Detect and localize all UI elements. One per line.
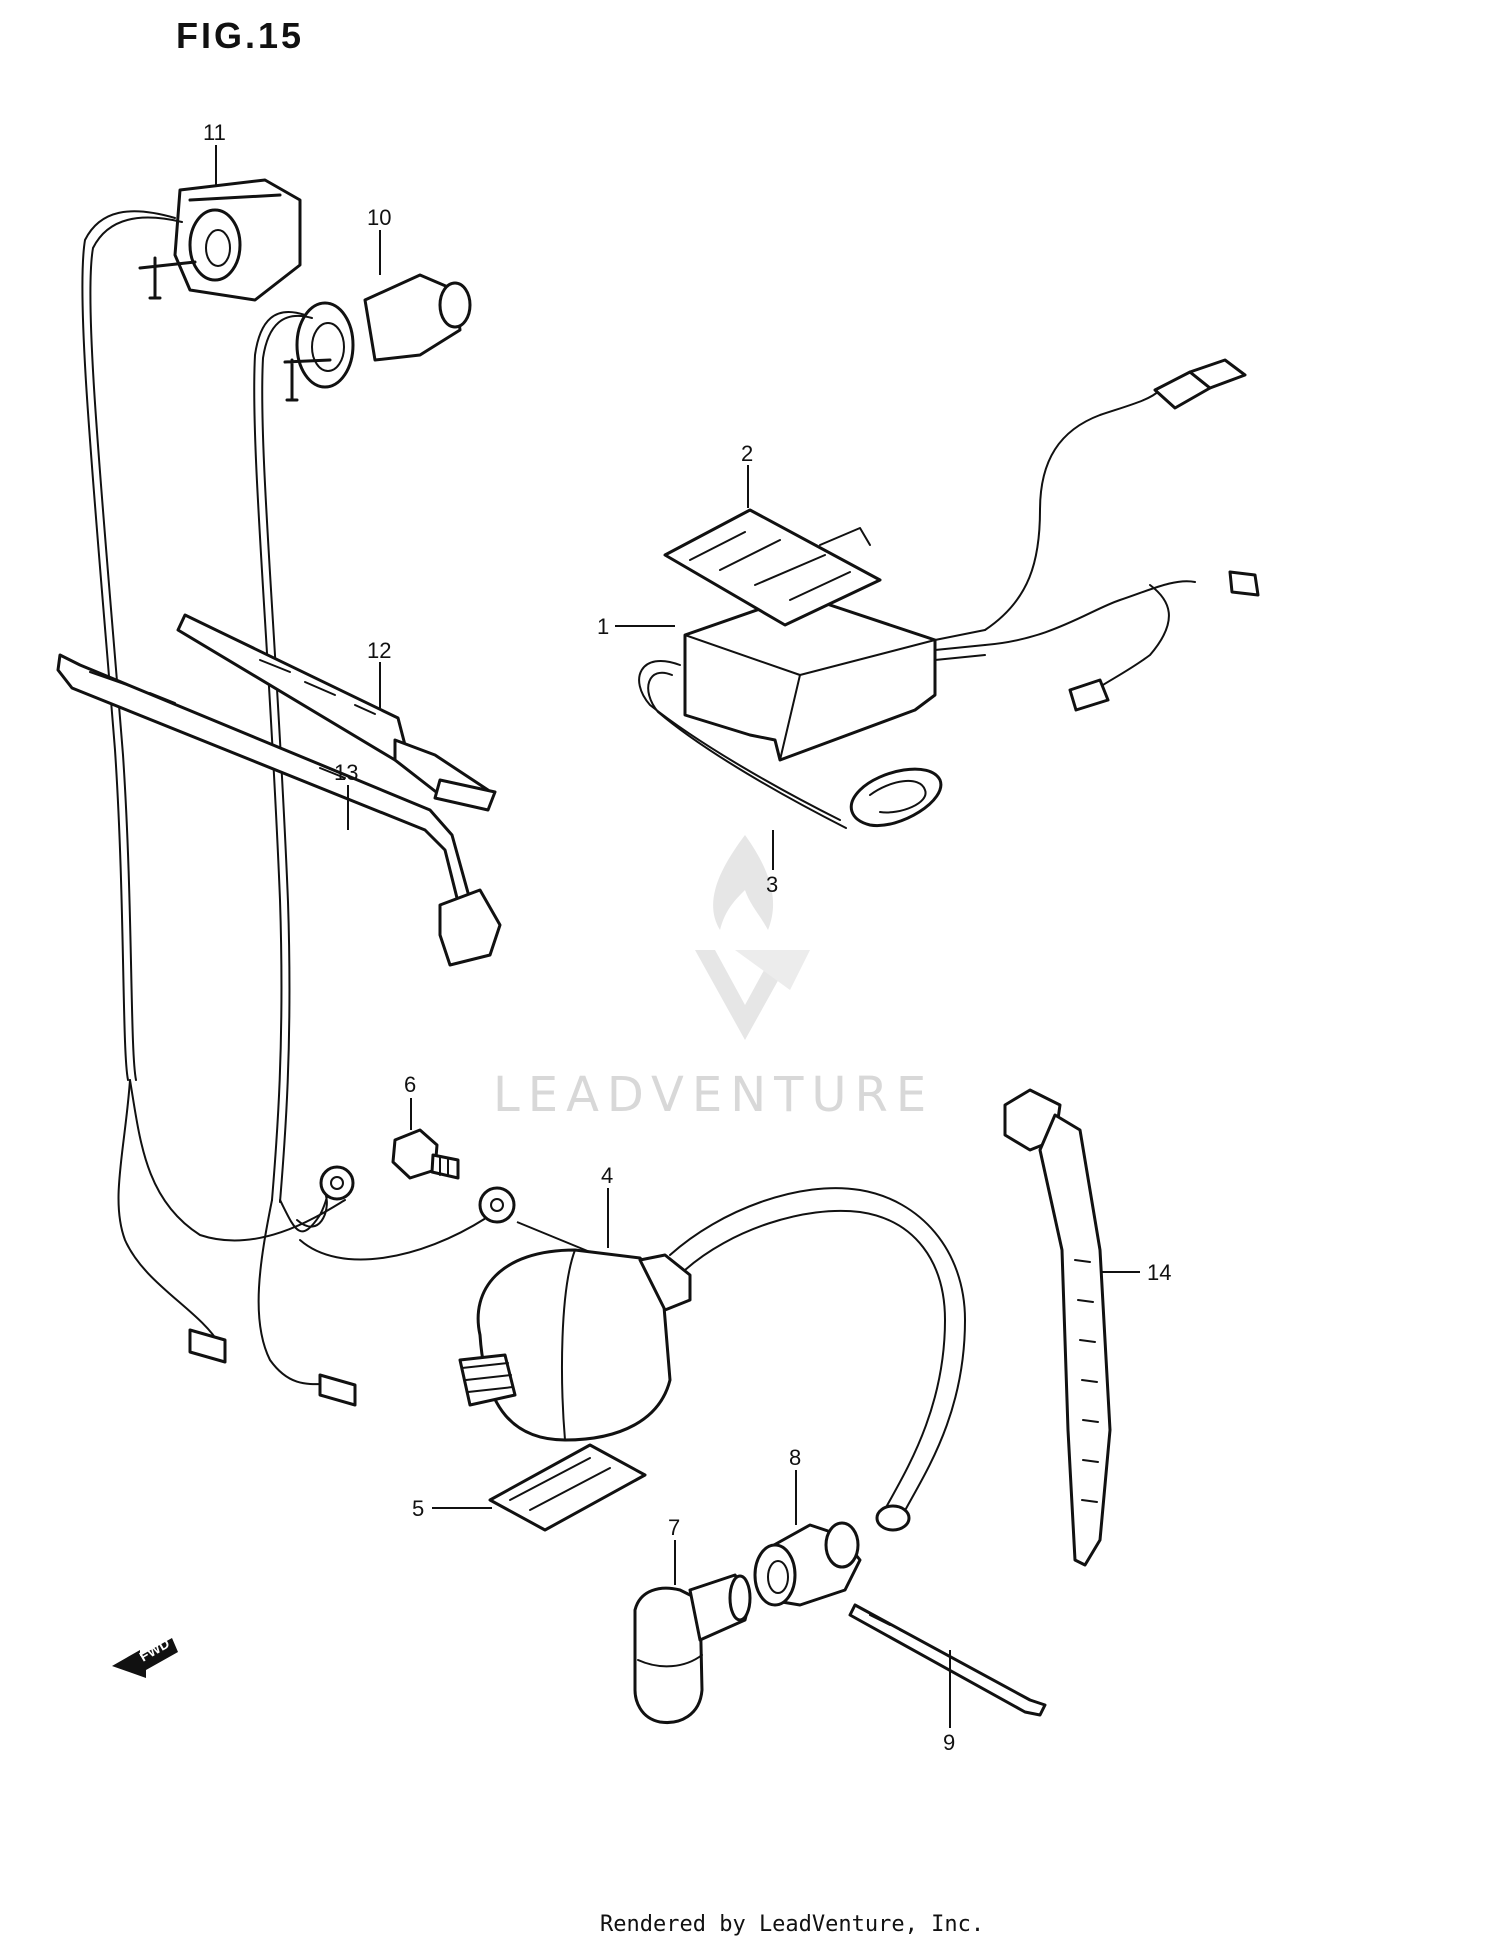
watermark-logo	[695, 835, 810, 1040]
part-1-cdi-unit	[683, 527, 986, 762]
watermark-text: LEADVENTURE	[493, 1067, 934, 1123]
callout-1: 1	[597, 614, 675, 639]
figure-title: FIG.15	[176, 15, 304, 56]
svg-text:14: 14	[1147, 1260, 1171, 1285]
svg-text:11: 11	[203, 120, 226, 145]
callout-3: 3	[766, 830, 778, 897]
svg-text:3: 3	[766, 872, 778, 897]
callout-5: 5	[412, 1496, 492, 1521]
part-6-bolt	[391, 1128, 460, 1180]
cdi-leads	[984, 358, 1260, 712]
ring-terminals	[296, 1165, 516, 1261]
svg-text:8: 8	[789, 1445, 801, 1470]
footer-credit: Rendered by LeadVenture, Inc.	[600, 1912, 984, 1937]
part-13-cable-tie	[56, 653, 502, 967]
svg-text:9: 9	[943, 1730, 955, 1755]
svg-text:10: 10	[367, 205, 391, 230]
callout-14: 14	[1100, 1260, 1171, 1285]
callout-9: 9	[943, 1650, 955, 1755]
callout-13: 13	[334, 760, 358, 830]
part-7-plug-cap	[633, 1573, 752, 1725]
svg-text:4: 4	[601, 1163, 613, 1188]
callout-2: 2	[741, 441, 753, 508]
svg-text:1: 1	[597, 614, 609, 639]
part-12-band	[176, 613, 497, 812]
part-8-boot	[753, 1521, 862, 1607]
callout-12: 12	[367, 638, 391, 708]
callout-7: 7	[668, 1515, 680, 1585]
svg-text:6: 6	[404, 1072, 416, 1097]
svg-text:12: 12	[367, 638, 391, 663]
callout-10: 10	[367, 205, 391, 275]
svg-text:2: 2	[741, 441, 753, 466]
part-4-ignition-coil	[458, 1187, 966, 1532]
svg-text:7: 7	[668, 1515, 680, 1540]
callout-11: 11	[203, 120, 226, 185]
part-9-small-tie	[848, 1603, 1047, 1717]
part-11-kill-switch	[81, 178, 346, 1364]
svg-text:13: 13	[334, 760, 358, 785]
callout-6: 6	[404, 1072, 416, 1130]
part-5-pad	[488, 1443, 647, 1532]
callout-8: 8	[789, 1445, 801, 1525]
svg-text:5: 5	[412, 1496, 424, 1521]
part-14-long-tie	[1003, 1088, 1112, 1567]
callout-4: 4	[516, 1163, 613, 1253]
part-3-strap	[638, 659, 943, 829]
fwd-arrow: FWD	[112, 1635, 178, 1678]
part-2-pad	[663, 508, 882, 627]
